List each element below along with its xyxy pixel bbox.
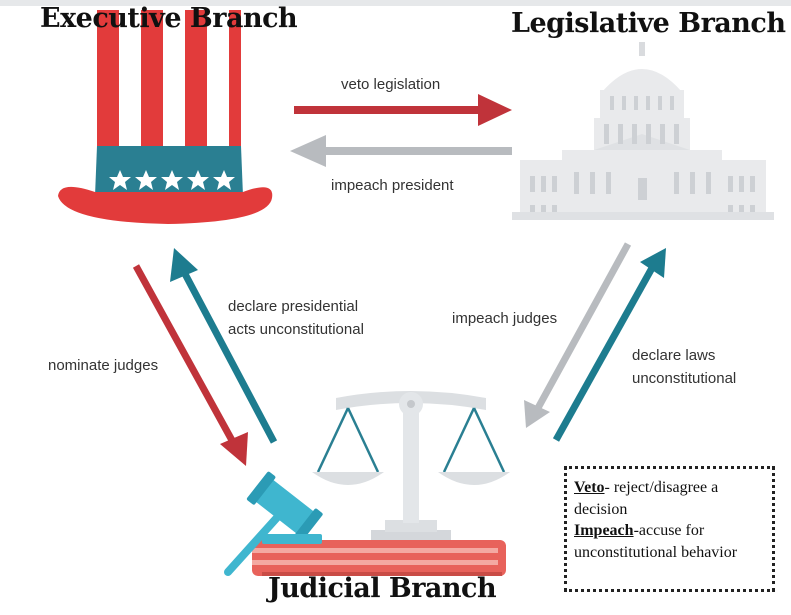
declare-laws-label-line1: declare laws (632, 347, 716, 364)
impeach-term: Impeach (574, 522, 634, 539)
nominate-judges-label: nominate judges (48, 357, 159, 374)
balance-scale-icon (312, 391, 510, 540)
arrow-veto-legislation (294, 94, 512, 126)
arrow-declare-presidential-acts (170, 248, 278, 444)
impeach-definition: Impeach-accuse for unconstitutional beha… (574, 520, 766, 563)
declare-laws-label-line2: unconstitutional (632, 370, 737, 387)
definitions-box: Veto- reject/disagree a decision Impeach… (564, 466, 775, 592)
veto-term: Veto (574, 479, 605, 496)
declare-acts-label-line1: declare presidential (228, 298, 359, 315)
veto-definition: Veto- reject/disagree a decision (574, 477, 766, 520)
impeach-def-text: -accuse for unconstitutional behavior (574, 522, 738, 561)
arrow-declare-laws (552, 248, 666, 442)
impeach-president-label: impeach president (331, 177, 454, 194)
top-bar (0, 0, 791, 6)
gavel-icon (224, 471, 323, 576)
book-icon (252, 540, 506, 576)
arrow-impeach-judges (524, 242, 632, 428)
top-hat-icon (58, 10, 273, 224)
declare-acts-label-line2: acts unconstitutional (228, 321, 364, 338)
arrow-nominate-judges (132, 264, 248, 466)
veto-legislation-label: veto legislation (341, 76, 441, 93)
judicial-branch-title: Judicial Branch (268, 573, 497, 604)
capitol-building-icon (512, 42, 774, 220)
legislative-branch-title: Legislative Branch (511, 8, 786, 39)
impeach-judges-label: impeach judges (452, 310, 558, 327)
arrow-impeach-president (290, 135, 512, 167)
executive-branch-title: Executive Branch (40, 3, 298, 34)
veto-def-text: - reject/disagree a decision (574, 479, 719, 518)
